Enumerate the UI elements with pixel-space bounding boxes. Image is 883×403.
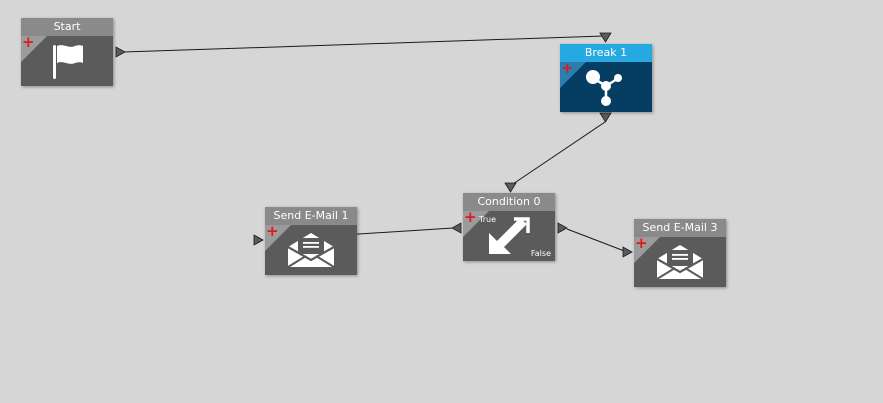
node-title: Break 1	[560, 44, 652, 62]
node-body: +	[265, 225, 357, 275]
output-port-break[interactable]	[599, 112, 612, 123]
email-open-icon	[287, 233, 335, 268]
add-icon[interactable]: +	[464, 211, 477, 226]
node-corner	[463, 211, 489, 237]
true-port-condition[interactable]	[451, 222, 462, 234]
false-branch-label: False	[530, 249, 551, 258]
false-port-condition[interactable]	[557, 222, 568, 234]
node-corner	[560, 62, 586, 88]
node-send-email-1[interactable]: Send E-Mail 1 +	[265, 207, 357, 275]
node-condition-0[interactable]: Condition 0 + True False	[463, 193, 555, 261]
add-icon[interactable]: +	[266, 225, 279, 240]
condition-arrows-icon	[489, 217, 530, 254]
node-start[interactable]: Start +	[21, 18, 113, 86]
node-title: Start	[21, 18, 113, 36]
true-branch-label: True	[479, 215, 496, 224]
node-corner	[21, 36, 47, 62]
connection-start-to-break[interactable]	[124, 35, 605, 53]
connection-break-to-condition[interactable]	[509, 121, 606, 187]
node-title: Send E-Mail 1	[265, 207, 357, 225]
input-port-email1[interactable]	[253, 234, 264, 246]
node-corner	[634, 237, 660, 263]
node-body: + True False	[463, 211, 555, 261]
input-port-condition[interactable]	[504, 182, 517, 193]
flag-icon	[53, 45, 83, 79]
add-icon[interactable]: +	[635, 237, 648, 252]
node-send-email-3[interactable]: Send E-Mail 3 +	[634, 219, 726, 287]
email-open-icon	[656, 245, 704, 280]
node-body: +	[560, 62, 652, 112]
input-port-break[interactable]	[599, 32, 612, 43]
breakpoint-icon	[586, 70, 622, 106]
node-body: +	[634, 237, 726, 287]
node-title: Send E-Mail 3	[634, 219, 726, 237]
node-corner	[265, 225, 291, 251]
add-icon[interactable]: +	[561, 62, 574, 77]
connection-condition-to-email3[interactable]	[566, 228, 628, 253]
input-port-email3[interactable]	[622, 246, 633, 258]
add-icon[interactable]: +	[22, 36, 35, 51]
node-break-1[interactable]: Break 1 +	[560, 44, 652, 112]
node-title: Condition 0	[463, 193, 555, 211]
node-body: +	[21, 36, 113, 86]
output-port-start[interactable]	[115, 46, 126, 58]
